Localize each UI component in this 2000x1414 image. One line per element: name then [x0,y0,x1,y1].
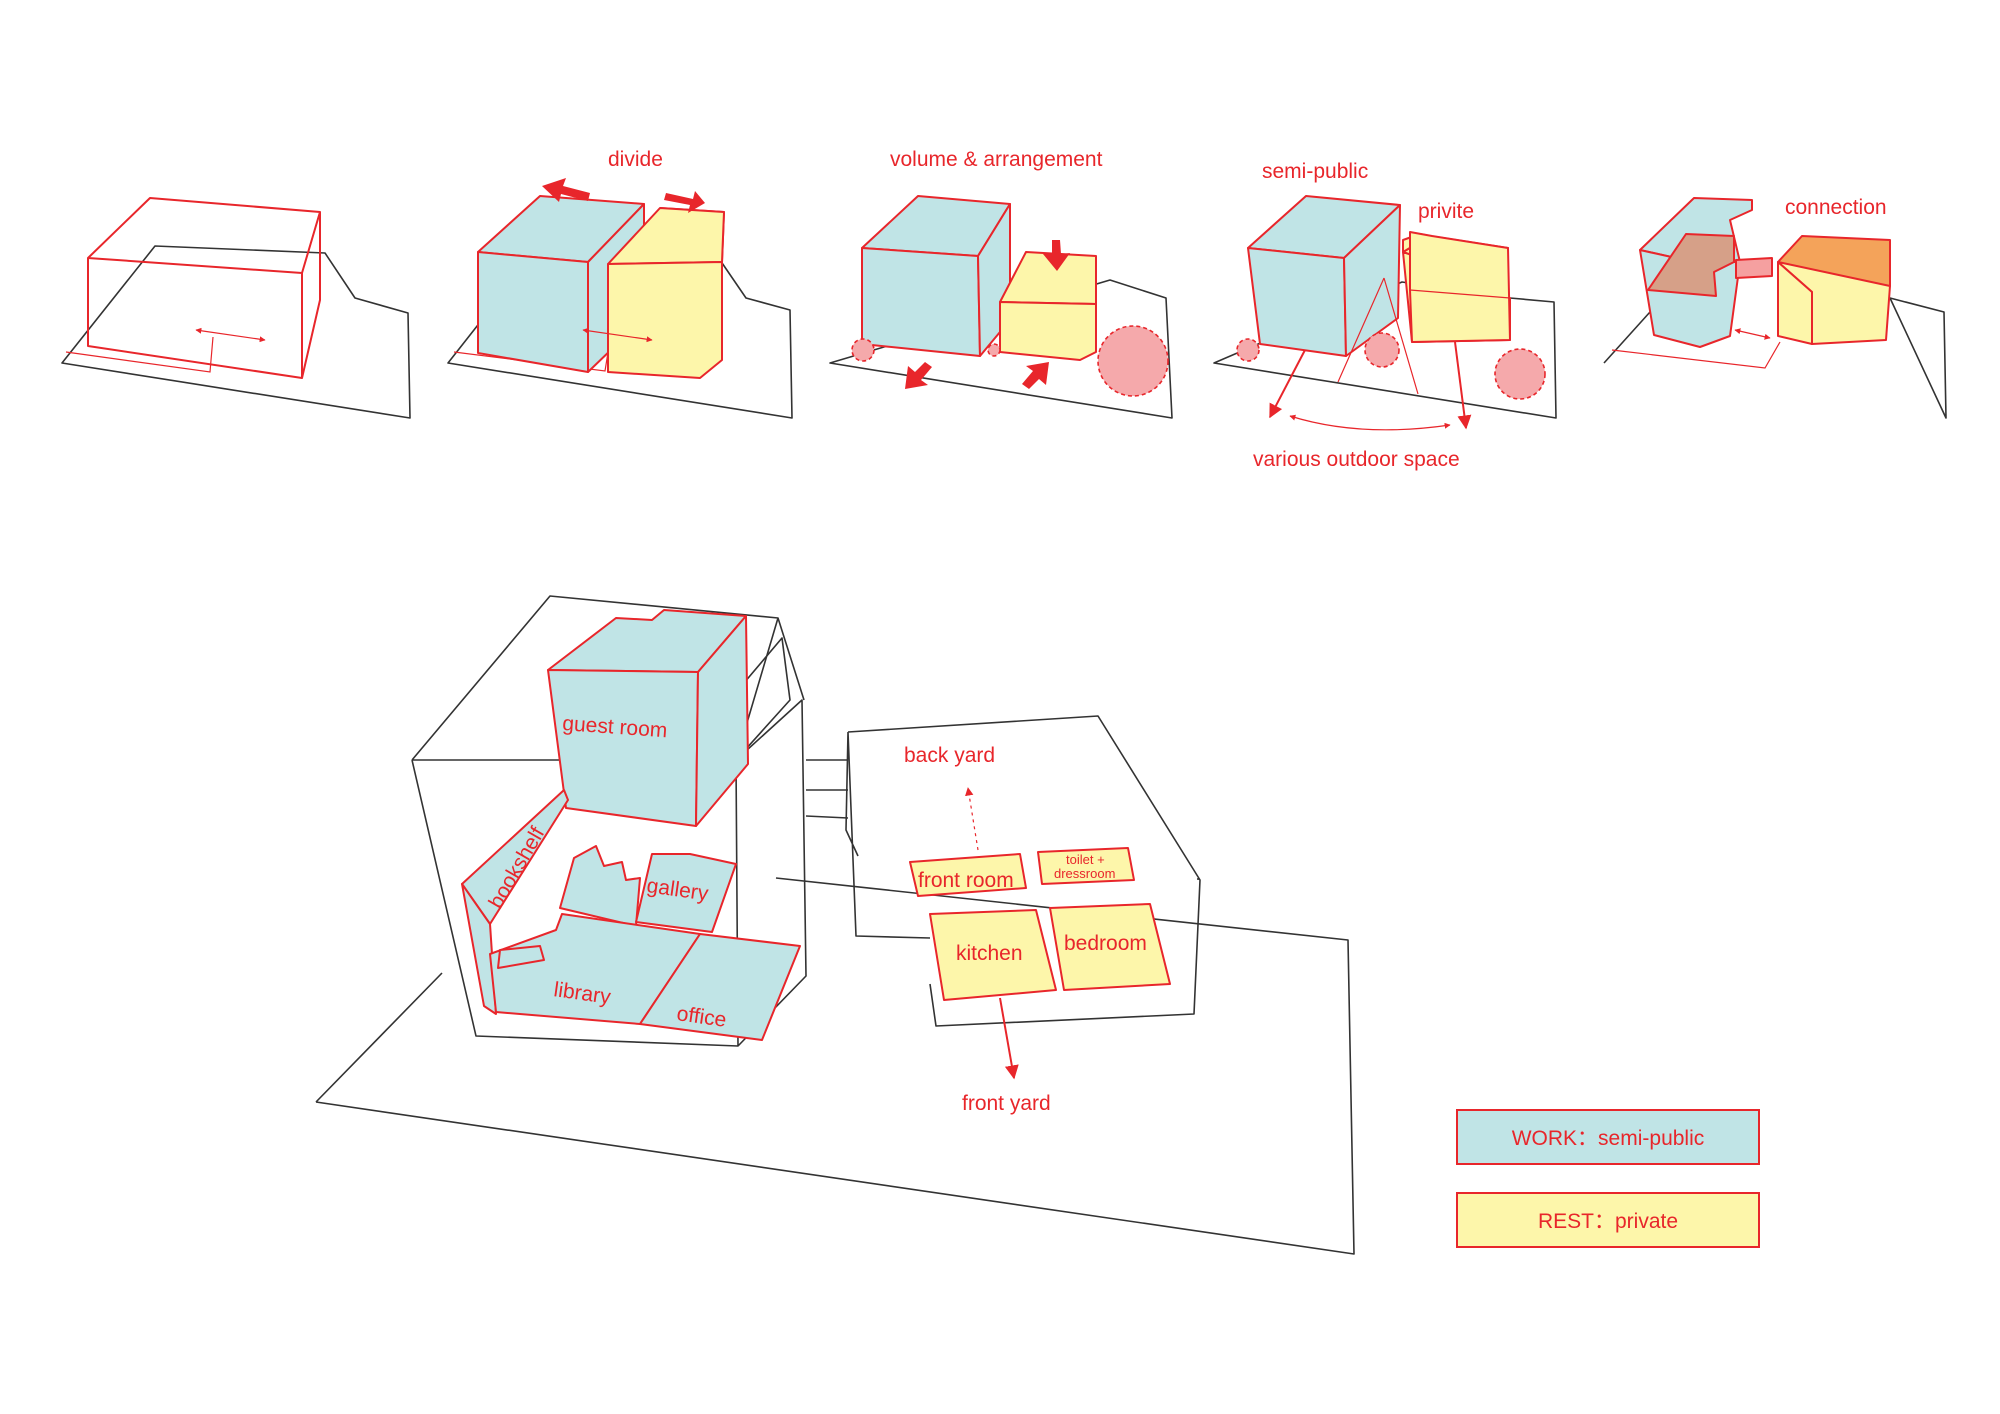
room-toilet-line2: dressroom [1054,866,1115,881]
span-arrow [1734,328,1771,340]
legend-rest: REST：private [1456,1192,1760,1248]
connector [1735,257,1773,279]
kitchen [929,909,1057,1001]
front-yard-arrow [999,997,1019,1080]
step-connection: connection [1603,196,1947,419]
step-divide: divide [447,148,793,419]
massing-box [87,197,321,379]
room-toilet-line1: toilet + [1066,852,1105,867]
outdoor-arrow-right [1454,341,1472,430]
span-arrow [582,327,653,343]
step-zoning: semi-public privite various outdoor spac… [1213,160,1557,471]
site-outline [61,245,411,419]
legend-work-label: WORK：semi-public [1511,1127,1705,1150]
step-volume: volume & arrangement [829,148,1173,419]
outdoor-space [987,343,1001,357]
overlap-volume [1647,233,1735,297]
step-label-volume: volume & arrangement [890,148,1103,171]
down-arrow-icon [1043,240,1070,271]
outdoor-space [1236,338,1260,362]
step-massing [61,197,411,419]
outdoor-space [851,338,875,362]
stairs [559,845,641,927]
room-kitchen: kitchen [956,942,1023,965]
step-label-semi-public: semi-public [1262,160,1368,183]
step-label-divide: divide [608,148,663,171]
outdoor-arrow-left [1269,349,1306,419]
up-right-arrow-icon [1022,362,1049,389]
span-arrow [195,327,266,343]
step-label-privite: privite [1418,200,1474,223]
step-label-outdoor: various outdoor space [1253,448,1460,471]
outdoor-arc [1289,414,1451,431]
entry-marker [65,336,214,373]
legend-rest-label: REST：private [1537,1210,1679,1233]
bridge [805,759,849,819]
outdoor-space [1494,348,1546,400]
label-front-yard: front yard [962,1092,1051,1115]
office [639,933,801,1041]
room-bedroom: bedroom [1064,932,1147,955]
right-arrow-icon [664,191,705,213]
toilet-dressroom [1037,847,1135,885]
left-arrow-icon [542,178,590,202]
entry-marker [1611,341,1781,369]
rest-block [845,715,1201,1027]
label-back-yard: back yard [904,744,995,767]
main-axonometric: guest room bookshelf gallery library off… [315,595,1355,1255]
gallery [635,853,737,933]
outdoor-space [1364,332,1400,368]
outdoor-space [1097,325,1169,397]
bedroom [1049,903,1171,991]
step-label-connection: connection [1785,196,1887,219]
back-yard-arrow [965,787,979,851]
front-room [909,853,1027,897]
down-left-arrow-icon [905,362,932,389]
room-front-room: front room [918,869,1014,892]
legend-work: WORK：semi-public [1456,1109,1760,1165]
